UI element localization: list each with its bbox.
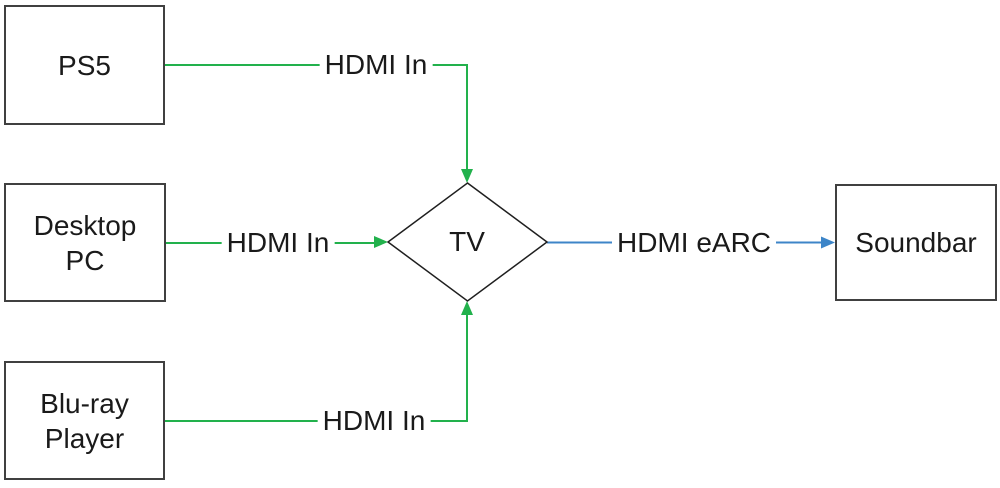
node-ps5: PS5	[4, 5, 165, 125]
node-soundbar-label: Soundbar	[855, 227, 977, 258]
node-bluray-player-label: Blu-ray Player	[40, 387, 129, 454]
edge-label-hdmi-earc: HDMI eARC	[611, 226, 777, 260]
node-bluray-player: Blu-ray Player	[4, 361, 165, 480]
node-desktop-pc-label: Desktop PC	[33, 209, 137, 276]
arrowhead-right-icon	[821, 236, 835, 249]
node-soundbar: Soundbar	[835, 184, 997, 301]
node-tv-shape	[386, 182, 549, 302]
connector-bluray-to-tv	[165, 313, 468, 422]
node-tv-label: TV	[449, 226, 485, 257]
arrowhead-down-icon	[461, 169, 473, 183]
edge-label-hdmi-in-desktop: HDMI In	[221, 226, 335, 260]
arrowhead-up-icon	[461, 301, 473, 315]
edge-label-hdmi-in-ps5: HDMI In	[319, 48, 433, 82]
edge-label-hdmi-in-bluray: HDMI In	[317, 404, 431, 438]
arrowhead-right-icon	[374, 236, 388, 248]
connector-ps5-to-tv	[165, 64, 468, 171]
node-desktop-pc: Desktop PC	[4, 183, 166, 302]
node-ps5-label: PS5	[58, 49, 111, 81]
